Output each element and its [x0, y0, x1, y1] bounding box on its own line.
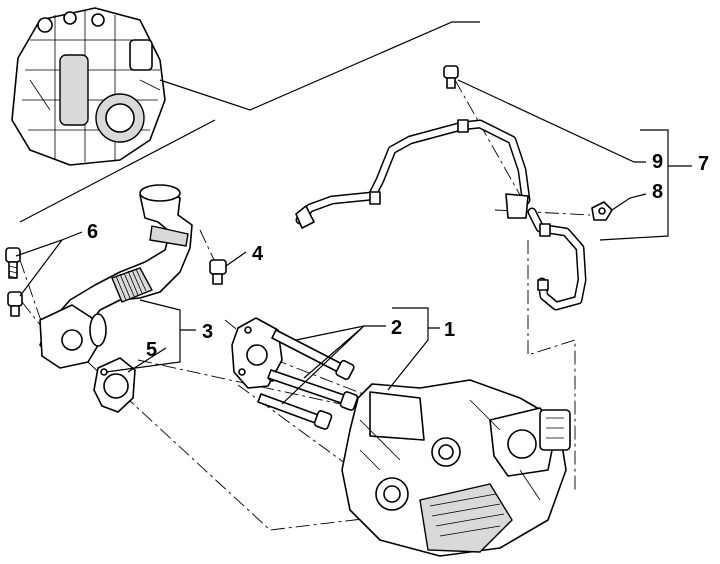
bolt-2-b [267, 369, 359, 411]
callout-1: 1 [444, 319, 455, 341]
bolt-6-upper [5, 247, 21, 279]
flex-bellows [111, 267, 153, 303]
callout-9: 9 [652, 151, 663, 173]
gasket-5 [93, 357, 136, 413]
egr-pipe-3 [39, 184, 193, 369]
callout-6: 6 [87, 221, 98, 243]
leader-lines [15, 79, 692, 405]
bolt-6-lower [7, 291, 23, 317]
callout-3: 3 [202, 321, 213, 343]
coolant-tube-9 [295, 119, 531, 229]
coolant-hose-7 [527, 207, 587, 311]
bolt-9-top [443, 65, 459, 89]
engine-overview-thumbnail [11, 7, 166, 166]
clip-8 [591, 201, 613, 221]
bolt-4 [209, 259, 227, 285]
callout-7: 7 [698, 153, 709, 175]
callout-2: 2 [391, 317, 402, 339]
callout-8: 8 [652, 181, 663, 203]
callout-5: 5 [146, 339, 157, 361]
callout-4: 4 [252, 243, 264, 265]
bolt-2-a [271, 329, 355, 381]
thumbnail-pointer [19, 21, 480, 223]
bolt-2-c [257, 393, 333, 430]
egr-valve-assembly-1 [341, 379, 571, 557]
